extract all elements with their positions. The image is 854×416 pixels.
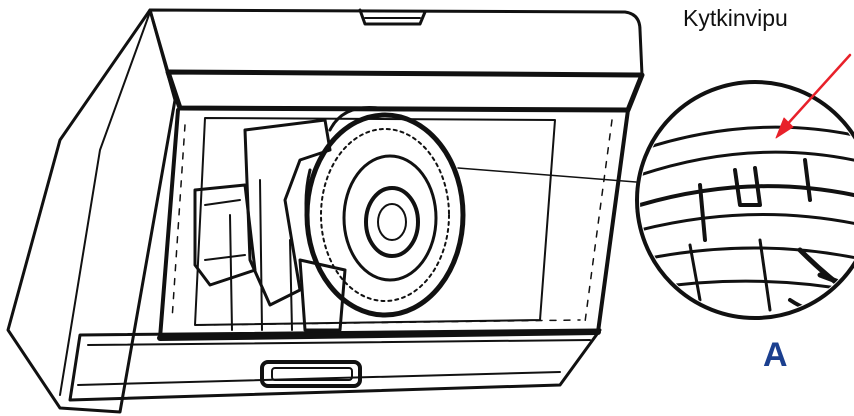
- motor-assembly: [193, 106, 466, 332]
- leader-line: [457, 167, 637, 183]
- front-handle: [260, 360, 362, 388]
- callout-label: Kytkinvipu: [683, 5, 788, 31]
- panel-letter: A: [763, 336, 788, 374]
- hood-body: [6, 8, 644, 414]
- magnified-detail: [635, 80, 854, 320]
- callout-arrow: [775, 53, 852, 139]
- inner-frame: [157, 69, 645, 341]
